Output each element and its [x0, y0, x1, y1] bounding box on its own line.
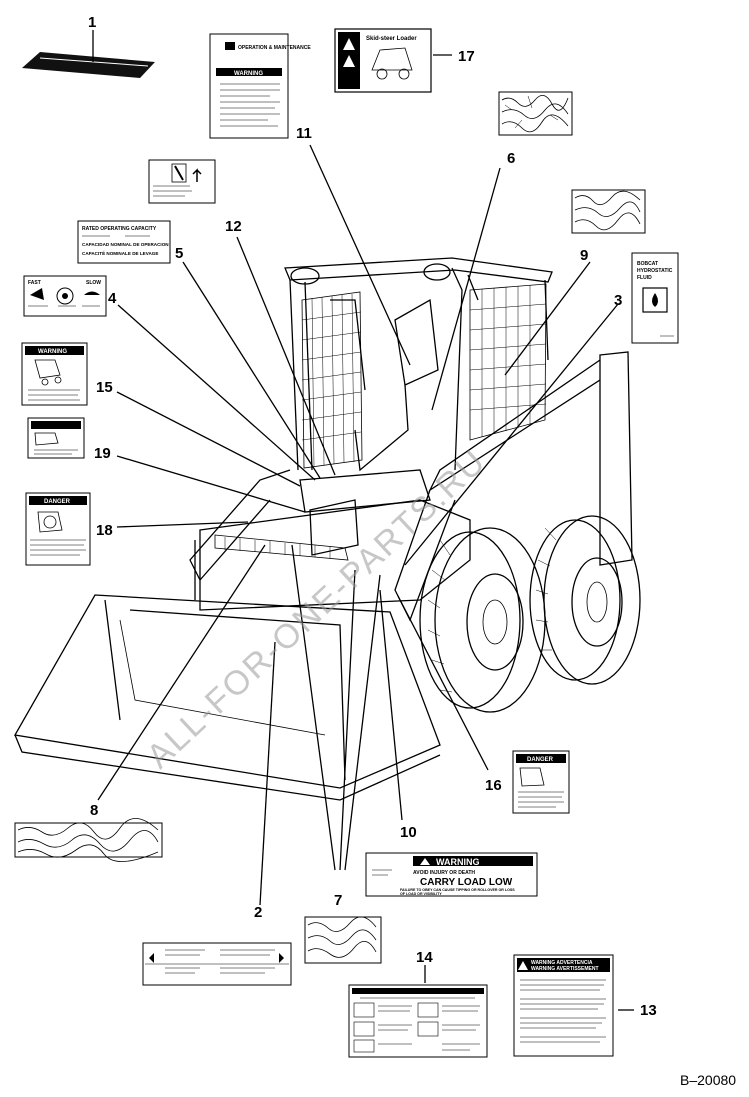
callout-10: 10: [400, 824, 417, 841]
svg-text:WARNING: WARNING: [436, 857, 480, 867]
decal-patch-bottom-center: [304, 916, 382, 964]
callout-4: 4: [108, 290, 117, 307]
callout-13: 13: [640, 1002, 657, 1019]
callout-17: 17: [458, 48, 475, 65]
callout-8: 8: [90, 802, 98, 819]
decal-13-warning-advertencia: WARNING ADVERTENCIA WARNING AVERTISSEMEN…: [513, 954, 614, 1057]
callout-12: 12: [225, 218, 242, 235]
svg-text:OF LOAD OR VISIBILITY: OF LOAD OR VISIBILITY: [400, 892, 442, 896]
callout-16: 16: [485, 777, 502, 794]
svg-text:CAPACIDAD NOMINAL DE OPERACION: CAPACIDAD NOMINAL DE OPERACION: [82, 242, 169, 247]
figure-id: B–20080: [680, 1072, 736, 1088]
svg-text:WARNING AVERTISSEMENT: WARNING AVERTISSEMENT: [531, 966, 599, 972]
svg-text:HYDROSTATIC: HYDROSTATIC: [637, 268, 673, 274]
callout-numbers: 1 2 3 4 5 6 7 8 9 10 11 12 13 14 15 16 1…: [88, 14, 657, 1019]
callout-15: 15: [96, 379, 113, 396]
leader-lines: [92, 30, 634, 1011]
svg-text:DANGER: DANGER: [44, 499, 71, 505]
skid-steer-loader: [13, 257, 641, 801]
decal-danger-right: DANGER: [512, 750, 570, 814]
decal-hydrostatic-fluid: BOBCAT HYDROSTATIC FLUID: [631, 252, 679, 344]
callout-14: 14: [416, 949, 433, 966]
svg-text:CAPACITÉ NOMINALE DE LEVAGE: CAPACITÉ NOMINALE DE LEVAGE: [82, 249, 158, 256]
decal-patch-top-right: [498, 91, 573, 136]
decal-warning-small: [27, 417, 85, 459]
decal-patch-bottom-left: [14, 818, 163, 862]
svg-text:FAST: FAST: [28, 280, 41, 286]
decal-warning-left: WARNING: [21, 342, 88, 406]
front-wheel: [419, 527, 546, 713]
callout-7: 7: [334, 892, 342, 909]
decal-14-multi-warning: [348, 984, 488, 1058]
svg-text:DANGER: DANGER: [527, 757, 554, 763]
svg-text:OPERATION & MAINTENANCE: OPERATION & MAINTENANCE: [238, 45, 311, 51]
decal-danger-left: DANGER: [25, 492, 91, 566]
svg-text:WARNING: WARNING: [234, 71, 263, 77]
decal-2-lever-lock: [142, 942, 292, 986]
callout-3: 3: [614, 292, 622, 309]
callout-1: 1: [88, 14, 96, 31]
svg-text:RATED OPERATING CAPACITY: RATED OPERATING CAPACITY: [82, 226, 157, 232]
rear-wheel: [529, 515, 641, 685]
callout-18: 18: [96, 522, 113, 539]
svg-text:AVOID INJURY OR DEATH: AVOID INJURY OR DEATH: [413, 870, 475, 876]
decal-patch-right: [571, 189, 646, 234]
svg-text:WARNING ADVERTENCIA: WARNING ADVERTENCIA: [531, 960, 593, 966]
svg-text:CARRY LOAD LOW: CARRY LOAD LOW: [420, 877, 513, 888]
decal-17-skid-steer: Skid-steer Loader: [334, 28, 432, 93]
svg-text:BOBCAT: BOBCAT: [637, 261, 658, 267]
svg-text:FLUID: FLUID: [637, 275, 652, 281]
decal-fast-slow: FAST SLOW: [23, 275, 107, 317]
svg-text:WARNING: WARNING: [38, 349, 67, 355]
callout-6: 6: [507, 150, 515, 167]
callout-19: 19: [94, 445, 111, 462]
svg-text:FAILURE TO OBEY CAN CAUSE TIPP: FAILURE TO OBEY CAN CAUSE TIPPING OR ROL…: [400, 888, 515, 892]
decal-1-stripe: [22, 52, 155, 78]
decal-carry-load-low: WARNING AVOID INJURY OR DEATH CARRY LOAD…: [365, 852, 538, 897]
side-screen-grid: [301, 283, 547, 469]
callout-2: 2: [254, 904, 262, 921]
decal-rated-capacity: RATED OPERATING CAPACITY CAPACIDAD NOMIN…: [77, 220, 171, 264]
decal-operating-handbook: OPERATION & MAINTENANCE WARNING: [209, 33, 311, 139]
callout-11: 11: [296, 125, 312, 142]
svg-text:SLOW: SLOW: [86, 280, 101, 286]
callout-5: 5: [175, 245, 183, 262]
decal-lift-lower: [148, 159, 216, 204]
svg-text:Skid-steer Loader: Skid-steer Loader: [366, 36, 417, 42]
callout-9: 9: [580, 247, 588, 264]
